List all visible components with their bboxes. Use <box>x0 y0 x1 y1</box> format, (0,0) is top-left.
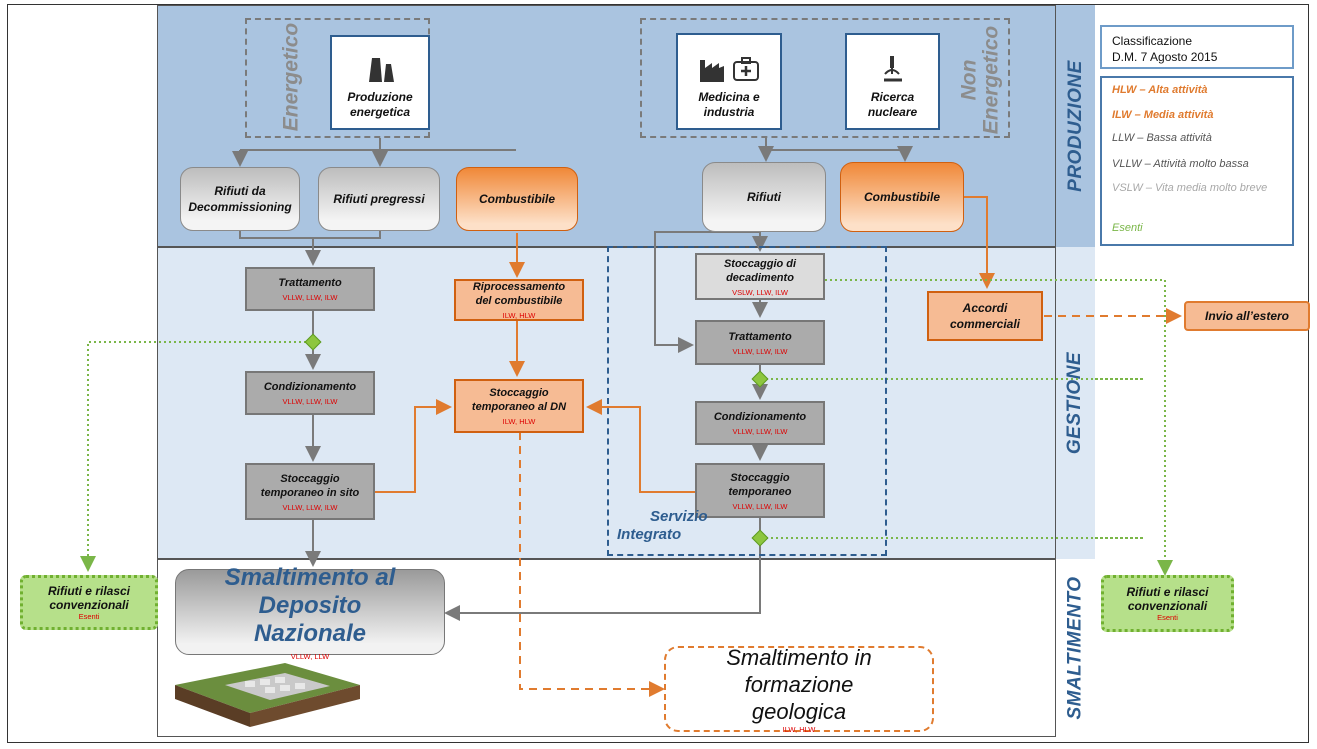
conditioning-right-title: Condizionamento <box>713 411 807 423</box>
national-repository-title: Smaltimento al Deposito Nazionale <box>224 563 396 647</box>
storage-site-title: Stoccaggio temporaneo in sito <box>260 472 360 499</box>
treatment-left-title: Trattamento <box>278 277 342 289</box>
non-energy-group <box>640 18 1010 138</box>
integrated-service-label: Servizio Integrato <box>617 508 708 543</box>
send-abroad-node: Invio all’estero <box>1184 301 1310 331</box>
treatment-right-title: Trattamento <box>728 330 792 343</box>
storage-dn-node: Stoccaggio temporaneo al DN ILW, HLW <box>454 379 584 433</box>
legend-title: Classificazione D.M. 7 Agosto 2015 <box>1100 25 1294 69</box>
decay-storage-classes: VSLW, LLW, ILW <box>732 287 788 297</box>
disposal-band-label: SMALTIMENTO <box>1055 559 1095 737</box>
waste-right-node: Rifiuti <box>702 162 826 232</box>
conditioning-left-node: Condizionamento VLLW, LLW, ILW <box>245 371 375 415</box>
storage-site-classes: VLLW, LLW, ILW <box>282 502 338 512</box>
legacy-waste-node: Rifiuti pregressi <box>318 167 440 231</box>
integrated-service-box <box>607 246 887 556</box>
energy-production-node: Produzione energetica <box>330 35 430 130</box>
legend-item: Esenti <box>1112 222 1143 234</box>
storage-temp-classes: VLLW, LLW, ILW <box>732 501 788 511</box>
geological-disposal-title: Smaltimento in formazione geologica <box>726 645 872 724</box>
conventional-left-title: Rifiuti e rilasci convenzionali <box>47 584 131 612</box>
fuel-left-node: Combustibile <box>456 167 578 231</box>
storage-dn-title: Stoccaggio temporaneo al DN <box>471 387 567 413</box>
repository-illustration <box>175 663 360 727</box>
medicine-industry-node: Medicina e industria <box>676 33 782 130</box>
conventional-left-note: Esenti <box>78 612 100 621</box>
legend-item: VSLW – Vita media molto breve <box>1112 182 1268 194</box>
power-plant-icon <box>369 58 394 82</box>
national-repository-classes: VLLW, LLW <box>290 651 330 661</box>
legend-item: ILW – Media attività <box>1112 109 1214 121</box>
fuel-right-node: Combustibile <box>840 162 964 232</box>
treatment-left-classes: VLLW, LLW, ILW <box>282 293 338 302</box>
reprocessing-node: Riprocessamento del combustibile ILW, HL… <box>454 279 584 321</box>
commercial-agreements-label: Accordi commerciali <box>949 301 1021 331</box>
national-repository-node: Smaltimento al Deposito Nazionale VLLW, … <box>175 564 445 661</box>
medical-kit-icon <box>733 57 759 81</box>
nuclear-research-label: Ricerca nucleare <box>867 90 918 119</box>
storage-site-node: Stoccaggio temporaneo in sito VLLW, LLW,… <box>245 463 375 520</box>
nuclear-research-node: Ricerca nucleare <box>845 33 940 130</box>
diagram-frame <box>7 4 1309 743</box>
legend-box <box>1100 76 1294 246</box>
legend-item: VLLW – Attività molto bassa <box>1112 158 1249 170</box>
management-band-label: GESTIONE <box>1055 247 1095 559</box>
production-band-label: PRODUZIONE <box>1055 5 1095 247</box>
reprocessing-classes: ILW, HLW <box>502 311 536 320</box>
medicine-industry-label: Medicina e industria <box>698 90 760 119</box>
geological-disposal-classes: ILW, HLW <box>782 725 816 734</box>
decommissioning-waste-node: Rifiuti da Decommissioning <box>180 167 300 231</box>
storage-temp-node: Stoccaggio temporaneo VLLW, LLW, ILW <box>695 463 825 518</box>
geological-disposal-node: Smaltimento in formazione geologica ILW,… <box>664 645 934 734</box>
conditioning-left-classes: VLLW, LLW, ILW <box>282 397 338 406</box>
conventional-right-title: Rifiuti e rilasci convenzionali <box>1126 585 1209 613</box>
conditioning-left-title: Condizionamento <box>263 381 357 393</box>
conventional-left-node: Rifiuti e rilasci convenzionali Esenti <box>20 575 158 630</box>
energy-production-label: Produzione energetica <box>347 90 413 119</box>
commercial-agreements-node: Accordi commerciali <box>927 291 1043 341</box>
factory-icon <box>700 60 724 82</box>
conditioning-right-classes: VLLW, LLW, ILW <box>732 427 788 436</box>
treatment-right-node: Trattamento VLLW, LLW, ILW <box>695 320 825 365</box>
storage-dn-classes: ILW, HLW <box>502 417 536 426</box>
treatment-right-classes: VLLW, LLW, ILW <box>732 346 788 356</box>
decay-storage-title: Stoccaggio di decadimento <box>723 257 797 284</box>
reprocessing-title: Riprocessamento del combustibile <box>472 281 566 307</box>
decay-storage-node: Stoccaggio di decadimento VSLW, LLW, ILW <box>695 253 825 300</box>
treatment-left-node: Trattamento VLLW, LLW, ILW <box>245 267 375 311</box>
legend-item: HLW – Alta attività <box>1112 84 1208 96</box>
conditioning-right-node: Condizionamento VLLW, LLW, ILW <box>695 401 825 445</box>
conventional-right-node: Rifiuti e rilasci convenzionali Esenti <box>1101 575 1234 632</box>
microscope-icon <box>883 56 902 82</box>
storage-temp-title: Stoccaggio temporaneo <box>728 471 792 498</box>
conventional-right-note: Esenti <box>1157 613 1178 622</box>
legend-item: LLW – Bassa attività <box>1112 132 1212 144</box>
